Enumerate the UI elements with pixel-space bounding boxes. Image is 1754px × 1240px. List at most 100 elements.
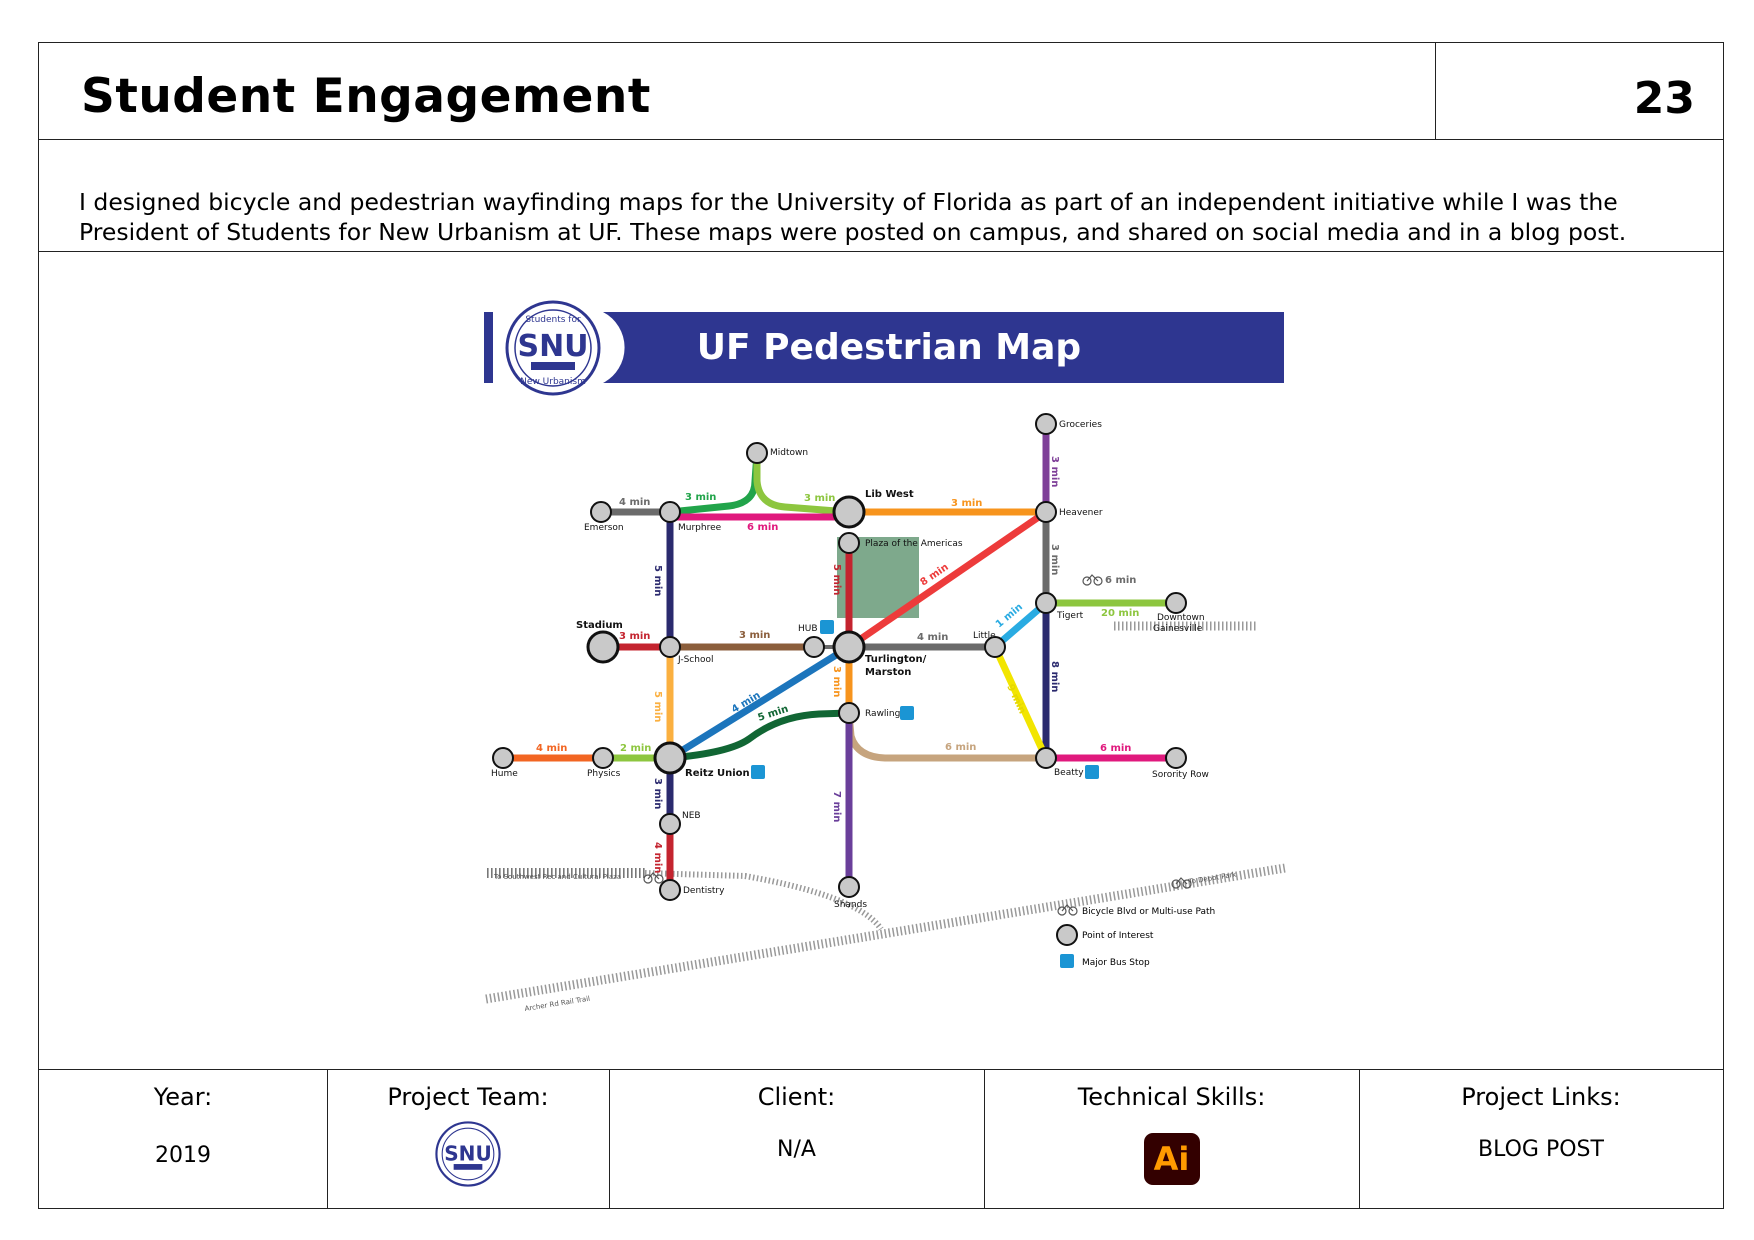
- label-physics: Physics: [587, 769, 621, 779]
- footer-client: Client: N/A: [609, 1069, 984, 1209]
- label-hub: HUB: [798, 624, 818, 634]
- time-plaza-turlington: 5 min: [831, 564, 842, 595]
- station-dentistry: [659, 879, 681, 901]
- label-emerson: Emerson: [584, 523, 624, 533]
- time-neb-dentistry: 4 min: [652, 842, 663, 873]
- station-shands: [838, 876, 860, 898]
- legend-bike-label: Bicycle Blvd or Multi-use Path: [1082, 907, 1215, 917]
- footer-col-divider: [984, 1069, 985, 1209]
- station-murphree: [659, 501, 681, 523]
- legend-bus-icon: [1060, 954, 1074, 968]
- label-sorority: Sorority Row: [1152, 770, 1209, 780]
- label-beatty: Beatty: [1054, 768, 1084, 778]
- header-divider: [39, 139, 1723, 140]
- legend-poi-label: Point of Interest: [1082, 931, 1154, 941]
- station-labels: Groceries Midtown Lib West Emerson Murph…: [491, 420, 1209, 910]
- station-stadium: [586, 630, 620, 664]
- page-number-divider: [1435, 43, 1436, 139]
- footer-year: Year: 2019: [39, 1069, 327, 1209]
- legend-bicycle-icon: [1057, 904, 1078, 916]
- station-beatty: [1035, 747, 1057, 769]
- time-murphree-midtown: 3 min: [685, 492, 716, 503]
- time-midtown-libwest: 3 min: [804, 493, 835, 504]
- snu-logo-text: SNU: [517, 329, 588, 364]
- footer-col-divider: [1359, 1069, 1360, 1209]
- snu-logo: SNU Students for New Urbanism: [505, 300, 601, 396]
- page-title: Student Engagement: [81, 69, 651, 124]
- time-jschool-hub: 3 min: [739, 630, 770, 641]
- time-turlington-little: 4 min: [917, 632, 948, 643]
- label-murphree: Murphree: [678, 523, 722, 533]
- label-midtown: Midtown: [770, 448, 808, 458]
- station-neb: [659, 813, 681, 835]
- station-reitz: [653, 741, 687, 775]
- west-trail-curve: [644, 870, 884, 931]
- time-physics-reitz: 2 min: [620, 743, 651, 754]
- station-lib-west: [832, 495, 866, 529]
- time-stadium-jschool: 3 min: [619, 631, 650, 642]
- map-routes: [499, 420, 1180, 894]
- label-plaza: Plaza of the Americas: [865, 539, 963, 549]
- station-heavener: [1035, 501, 1057, 523]
- station-hume: [492, 747, 514, 769]
- year-value: 2019: [155, 1143, 211, 1168]
- bicycle-icon: [643, 872, 664, 884]
- map-legend: Bicycle Blvd or Multi-use Path Point of …: [1056, 904, 1215, 968]
- time-libwest-heavener: 3 min: [951, 498, 982, 509]
- station-groceries: [1035, 413, 1057, 435]
- route-murphree-midtown: [666, 449, 761, 516]
- southwest-trail: [485, 868, 645, 878]
- year-label: Year:: [153, 1083, 213, 1111]
- label-rawlings: Rawlings: [865, 709, 905, 719]
- time-murphree-jschool: 5 min: [652, 565, 663, 596]
- label-turlington-1: Turlington/: [865, 654, 927, 665]
- snu-logo-small: SNU: [435, 1121, 501, 1187]
- station-downtown: [1165, 592, 1187, 614]
- station-hub: [803, 636, 825, 658]
- route-turlington-heavener: [845, 508, 1050, 651]
- bus-stop-icon: [751, 765, 765, 779]
- client-label: Client:: [757, 1083, 836, 1111]
- time-reitz-neb: 3 min: [652, 778, 663, 809]
- station-emerson: [590, 501, 612, 523]
- snu-logo-bottom: New Urbanism: [520, 377, 586, 387]
- route-reitz-turlington: [666, 643, 853, 762]
- label-downtown-1: Downtown: [1157, 613, 1205, 623]
- label-downtown-2: Gainesville: [1153, 624, 1203, 634]
- time-labels: 4 min 3 min 3 min 3 min 6 min 3 min 3 mi…: [536, 456, 1139, 873]
- time-hume-physics: 4 min: [536, 743, 567, 754]
- station-tigert: [1035, 592, 1057, 614]
- pedestrian-map: UF Pedestrian Map SNU Students for New U…: [39, 281, 1725, 1069]
- time-beatty-sorority: 6 min: [1100, 743, 1131, 754]
- banner-title: UF Pedestrian Map: [697, 327, 1081, 368]
- project-description: I designed bicycle and pedestrian wayfin…: [79, 188, 1627, 246]
- skills-label: Technical Skills:: [1077, 1083, 1266, 1111]
- bus-stop-icon: [820, 620, 834, 634]
- footer-links: Project Links: BLOG POST: [1359, 1069, 1723, 1209]
- snu-small-text: SNU: [444, 1141, 492, 1165]
- time-tigert-beatty: 8 min: [1049, 661, 1060, 692]
- station-rawlings: [838, 702, 860, 724]
- label-shands: Shands: [834, 900, 867, 910]
- time-rawlings-beatty: 6 min: [945, 742, 976, 753]
- snu-logo-top: Students for: [525, 315, 581, 325]
- time-rawlings-shands: 7 min: [831, 791, 842, 822]
- map-stations: [492, 413, 1187, 901]
- portfolio-page-frame: Student Engagement 23 I designed bicycle…: [38, 42, 1724, 1209]
- time-murphree-libwest: 6 min: [747, 522, 778, 533]
- label-dentistry: Dentistry: [683, 886, 725, 896]
- footer-col-divider: [327, 1069, 328, 1209]
- bus-stop-icon: [900, 706, 914, 720]
- bike-icons: [643, 574, 1192, 889]
- trail-label-archer: Archer Rd Rail Trail: [524, 995, 591, 1013]
- bicycle-icon: [1082, 574, 1103, 586]
- legend-bus-label: Major Bus Stop: [1082, 958, 1150, 968]
- blog-post-link[interactable]: BLOG POST: [1478, 1137, 1604, 1162]
- bus-stop-icon: [1085, 765, 1099, 779]
- station-turlington: [832, 630, 866, 664]
- station-jschool: [659, 636, 681, 658]
- bicycle-icon: [1171, 877, 1192, 889]
- label-lib-west: Lib West: [865, 489, 914, 500]
- label-tigert: Tigert: [1056, 611, 1084, 621]
- route-little-beatty: [991, 643, 1050, 762]
